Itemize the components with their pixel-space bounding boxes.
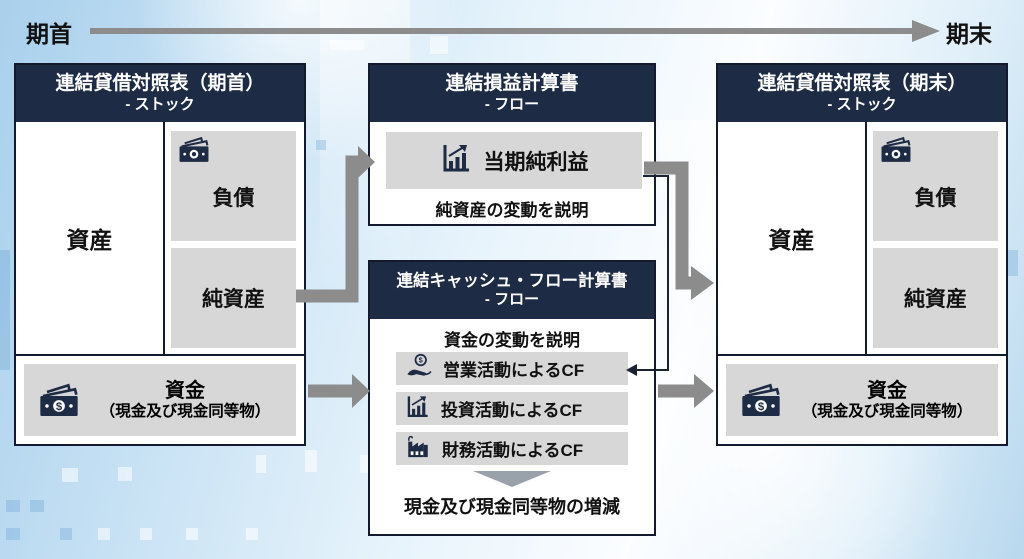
banknotes-icon: [878, 134, 914, 170]
liabilities-label: 負債: [212, 187, 255, 210]
investing-cf-row: 投資活動によるCF: [396, 392, 628, 425]
panel-subtitle: - フロー: [484, 291, 540, 309]
income-statement-header: 連結損益計算書 - フロー: [370, 65, 654, 122]
cash-flow-caption: 資金の変動を説明: [444, 331, 580, 350]
panel-subtitle: - ストック: [827, 96, 897, 113]
balance-sheet-beginning-panel: 連結貸借対照表（期首） - ストック 資産 負債: [14, 63, 306, 446]
funds-label: 資金: [165, 379, 205, 402]
cash-change-result-label: 現金及び現金同等物の増減: [404, 497, 620, 517]
net-income-box: 当期純利益: [386, 132, 642, 189]
income-caption: 純資産の変動を説明: [435, 201, 589, 220]
cash-flow-panel: 連結キャッシュ・フロー計算書 - フロー 資金の変動を説明 $ 営業活動によるC…: [368, 260, 656, 536]
period-start-label: 期首: [26, 21, 72, 47]
down-triangle-icon: [473, 471, 551, 487]
cashflow-to-funds-arrow: [658, 374, 714, 408]
financing-cf-row: 財務活動によるCF: [396, 432, 628, 465]
period-end-label: 期末: [946, 21, 992, 47]
net-assets-to-income-arrow: [296, 146, 375, 303]
panel-subtitle: - ストック: [125, 96, 195, 113]
funds-sub-label: （現金及び現金同等物）: [99, 402, 271, 420]
assets-cell: 資産: [66, 227, 113, 253]
factory-icon: [405, 434, 431, 464]
assets-cell: 資産: [768, 227, 815, 253]
net-income-label: 当期純利益: [483, 150, 589, 174]
divider: [163, 122, 165, 354]
liabilities-cell: 負債: [873, 131, 998, 241]
banknotes-dollar-icon: $: [36, 380, 82, 420]
balance-sheet-beginning-header: 連結貸借対照表（期首） - ストック: [16, 65, 304, 122]
operating-cf-label: 営業活動によるCF: [443, 361, 585, 380]
net-assets-cell: 純資産: [873, 248, 998, 348]
hand-coin-icon: $: [405, 353, 432, 384]
bar-chart-icon: [405, 394, 430, 424]
financing-cf-label: 財務活動によるCF: [442, 441, 584, 460]
panel-title: 連結キャッシュ・フロー計算書: [396, 271, 628, 290]
funds-cell: $ 資金 （現金及び現金同等物）: [24, 364, 296, 436]
funds-sub-label: （現金及び現金同等物）: [801, 402, 973, 420]
balance-sheet-ending-header: 連結貸借対照表（期末） - ストック: [718, 65, 1006, 122]
net-assets-cell: 純資産: [171, 248, 296, 348]
svg-text:$: $: [56, 401, 63, 413]
investing-cf-label: 投資活動によるCF: [441, 401, 583, 420]
funds-to-cashflow-arrow: [308, 374, 370, 408]
operating-cf-row: $ 営業活動によるCF: [396, 352, 628, 385]
panel-title: 連結貸借対照表（期末）: [757, 73, 967, 95]
panel-title: 連結損益計算書: [445, 73, 579, 95]
divider: [16, 354, 304, 356]
divider: [718, 354, 1006, 356]
svg-text:$: $: [758, 401, 765, 413]
panel-title: 連結貸借対照表（期首）: [55, 73, 265, 95]
timeline-arrow: [90, 20, 940, 42]
panel-subtitle: - フロー: [484, 96, 540, 113]
funds-label: 資金: [867, 379, 907, 402]
income-statement-panel: 連結損益計算書 - フロー 当期純利益 純資産の変動を説明: [368, 63, 656, 226]
cash-flow-header: 連結キャッシュ・フロー計算書 - フロー: [370, 262, 654, 319]
liabilities-label: 負債: [914, 187, 957, 210]
funds-cell: $ 資金 （現金及び現金同等物）: [726, 364, 998, 436]
bar-chart-icon: [440, 142, 472, 179]
divider: [865, 122, 867, 354]
liabilities-cell: 負債: [171, 131, 296, 241]
svg-text:$: $: [419, 356, 424, 365]
balance-sheet-ending-panel: 連結貸借対照表（期末） - ストック 資産 負債: [716, 63, 1008, 446]
